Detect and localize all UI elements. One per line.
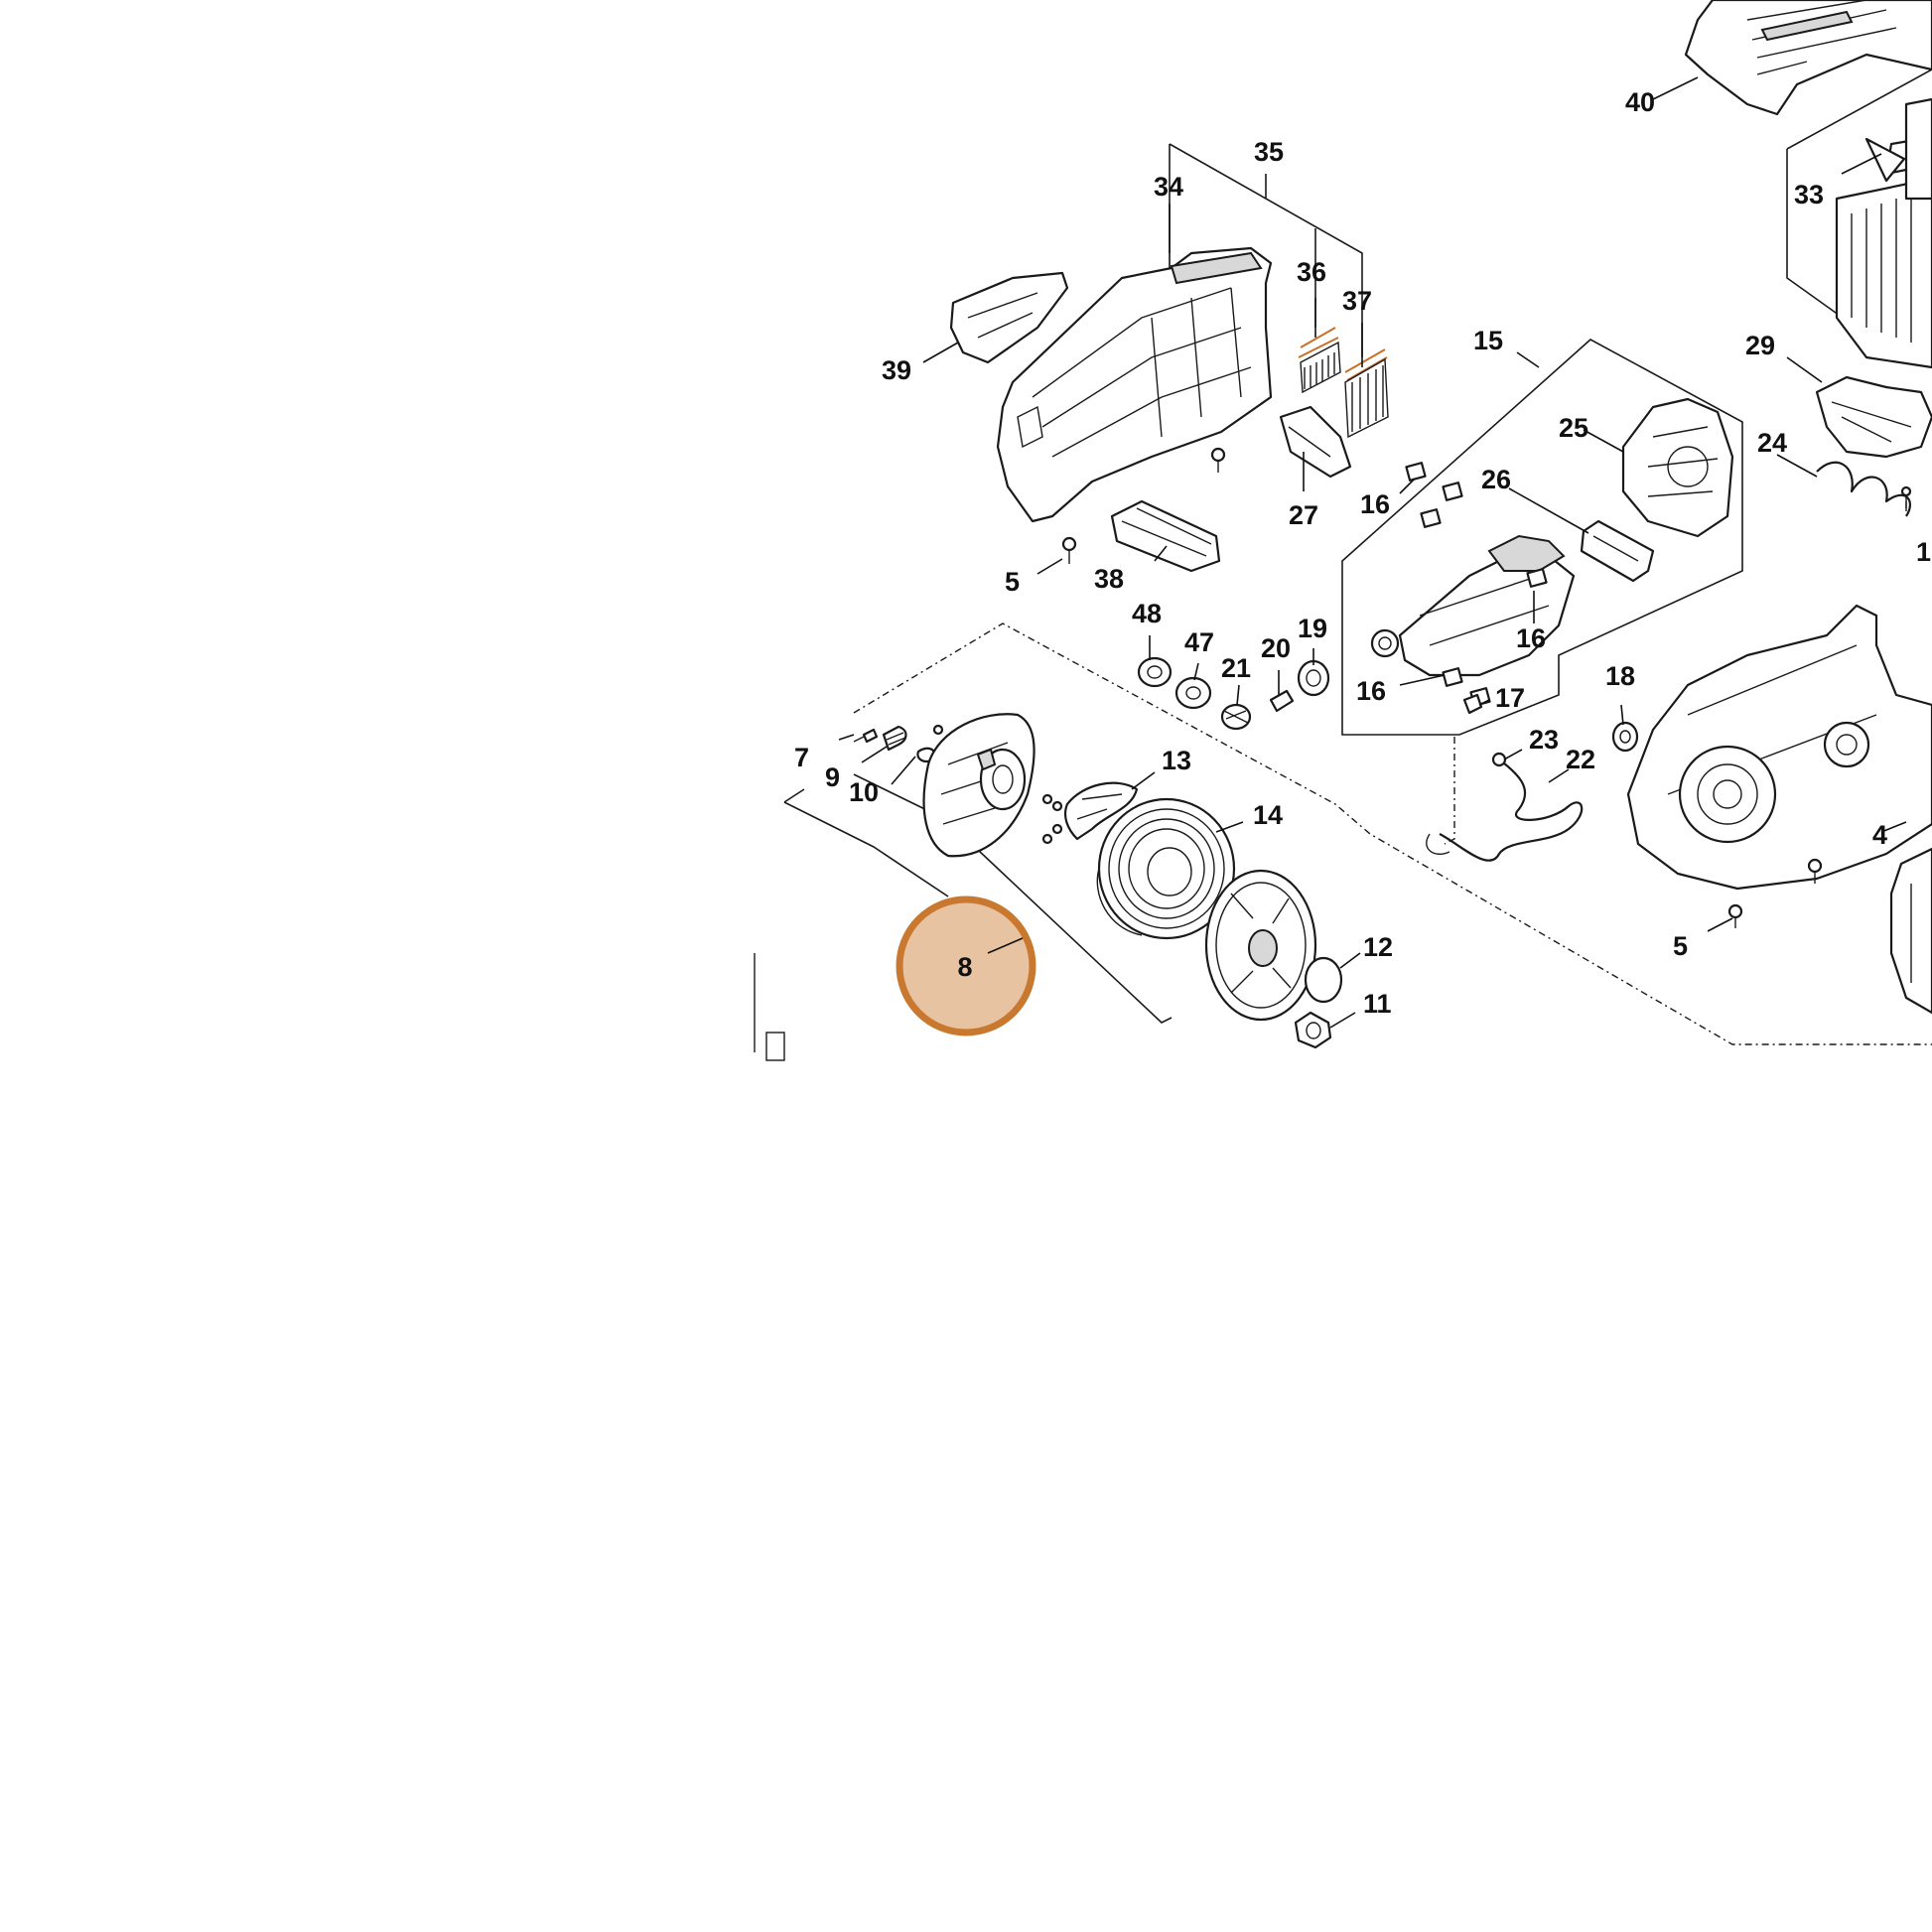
callout-10[interactable]: 10 (849, 777, 879, 807)
part-drawings (754, 0, 1932, 1061)
part-37-contacts[interactable] (1344, 348, 1389, 439)
highlight-leader (987, 937, 1024, 954)
ref-code (754, 953, 785, 1061)
callout-19[interactable]: 19 (1298, 614, 1327, 643)
part-14-pulley[interactable] (1096, 797, 1236, 940)
callout-25[interactable]: 25 (1559, 413, 1588, 443)
dashed-assembly-boundary (853, 622, 1932, 1045)
callout-33[interactable]: 33 (1794, 180, 1824, 209)
part-38-rail[interactable] (1110, 499, 1221, 573)
part-12-cap[interactable] (1304, 956, 1343, 1004)
part-34-housing[interactable] (996, 246, 1273, 523)
callout-29[interactable]: 29 (1745, 331, 1775, 360)
callout-1-cropped[interactable]: 1 (1916, 537, 1931, 567)
callout-17[interactable]: 17 (1495, 683, 1525, 713)
part-13-pawl-plate[interactable] (1041, 781, 1139, 845)
callout-7[interactable]: 7 (794, 743, 809, 772)
callout-8-label: 8 (957, 952, 972, 982)
part-23-screw[interactable] (1491, 752, 1507, 767)
callout-24[interactable]: 24 (1757, 428, 1787, 458)
part-screw-side[interactable] (1900, 485, 1912, 508)
callout-47[interactable]: 47 (1184, 627, 1214, 657)
leader-lines (838, 76, 1907, 1029)
part-47[interactable] (1174, 676, 1212, 710)
part-19[interactable] (1297, 659, 1330, 697)
part-27-sensor[interactable] (1279, 405, 1352, 479)
part-18-washer[interactable] (1611, 721, 1639, 753)
part-5-screw-bottom[interactable] (1727, 903, 1743, 928)
part-25-brush-holder[interactable] (1621, 397, 1734, 538)
part-5-screw-top[interactable] (1061, 536, 1077, 564)
part-4-cover[interactable] (1889, 847, 1932, 1015)
part-33-module[interactable] (1786, 69, 1932, 369)
callout-34[interactable]: 34 (1154, 172, 1183, 202)
callout-35[interactable]: 35 (1254, 137, 1284, 167)
callout-5-upper[interactable]: 5 (1005, 567, 1020, 597)
part-7-pin[interactable] (853, 728, 879, 744)
callout-21[interactable]: 21 (1221, 653, 1251, 683)
callout-11[interactable]: 11 (1363, 989, 1392, 1019)
callout-15[interactable]: 15 (1473, 326, 1503, 355)
callout-9[interactable]: 9 (825, 762, 840, 792)
part-36-contacts[interactable] (1298, 327, 1341, 394)
callout-4[interactable]: 4 (1872, 820, 1887, 850)
callout-16-lower[interactable]: 16 (1356, 676, 1386, 706)
part-motor[interactable] (1370, 534, 1576, 677)
callout-12[interactable]: 12 (1363, 932, 1393, 962)
callout-20[interactable]: 20 (1261, 633, 1291, 663)
highlight-circle (896, 896, 1036, 1036)
callout-5-lower[interactable]: 5 (1673, 931, 1688, 961)
group-7-10-bracket (783, 773, 1173, 1024)
group-15-frame (1341, 339, 1743, 736)
callout-27[interactable]: 27 (1289, 500, 1318, 530)
part-16-cubes[interactable] (1405, 462, 1548, 707)
part-40-cover[interactable] (1684, 0, 1932, 116)
callout-37[interactable]: 37 (1342, 286, 1372, 316)
callout-23[interactable]: 23 (1529, 725, 1559, 755)
part-39-handle-cap[interactable] (949, 271, 1069, 364)
callout-26[interactable]: 26 (1481, 465, 1511, 494)
part-48[interactable] (1137, 656, 1173, 688)
part-22-cable[interactable] (1426, 759, 1584, 862)
callout-14[interactable]: 14 (1253, 800, 1283, 830)
part-screw-housing[interactable] (1210, 447, 1226, 473)
highlight-callout-8[interactable]: 8 (896, 896, 1036, 1036)
callout-48[interactable]: 48 (1132, 599, 1162, 628)
callout-36[interactable]: 36 (1297, 257, 1326, 287)
callout-16-right[interactable]: 16 (1516, 623, 1546, 653)
callout-40[interactable]: 40 (1625, 87, 1655, 117)
part-small-screw-7[interactable] (932, 724, 944, 736)
callout-39[interactable]: 39 (882, 355, 911, 385)
part-21[interactable] (1220, 703, 1252, 731)
callout-22[interactable]: 22 (1566, 745, 1595, 774)
part-26-magnet[interactable] (1580, 519, 1655, 583)
callout-13[interactable]: 13 (1162, 746, 1191, 775)
part-24-clip[interactable] (1816, 461, 1911, 517)
part-screw-gearbox[interactable] (1807, 858, 1823, 884)
part-9-spring[interactable] (882, 725, 907, 752)
part-gearbox-housing[interactable] (1626, 604, 1932, 891)
part-11-nut[interactable] (1294, 1011, 1332, 1049)
callout-16-upper[interactable]: 16 (1360, 489, 1390, 519)
callout-38[interactable]: 38 (1094, 564, 1124, 594)
part-rope-wheel[interactable] (1204, 869, 1317, 1022)
callout-labels: 40 35 34 33 36 37 39 15 29 25 24 26 16 2… (794, 87, 1931, 1019)
part-20[interactable] (1269, 689, 1295, 713)
part-starter-disc[interactable] (922, 713, 1035, 858)
part-29-bracket[interactable] (1815, 375, 1932, 459)
part-17-screw[interactable] (1462, 693, 1483, 715)
callout-18[interactable]: 18 (1605, 661, 1635, 691)
